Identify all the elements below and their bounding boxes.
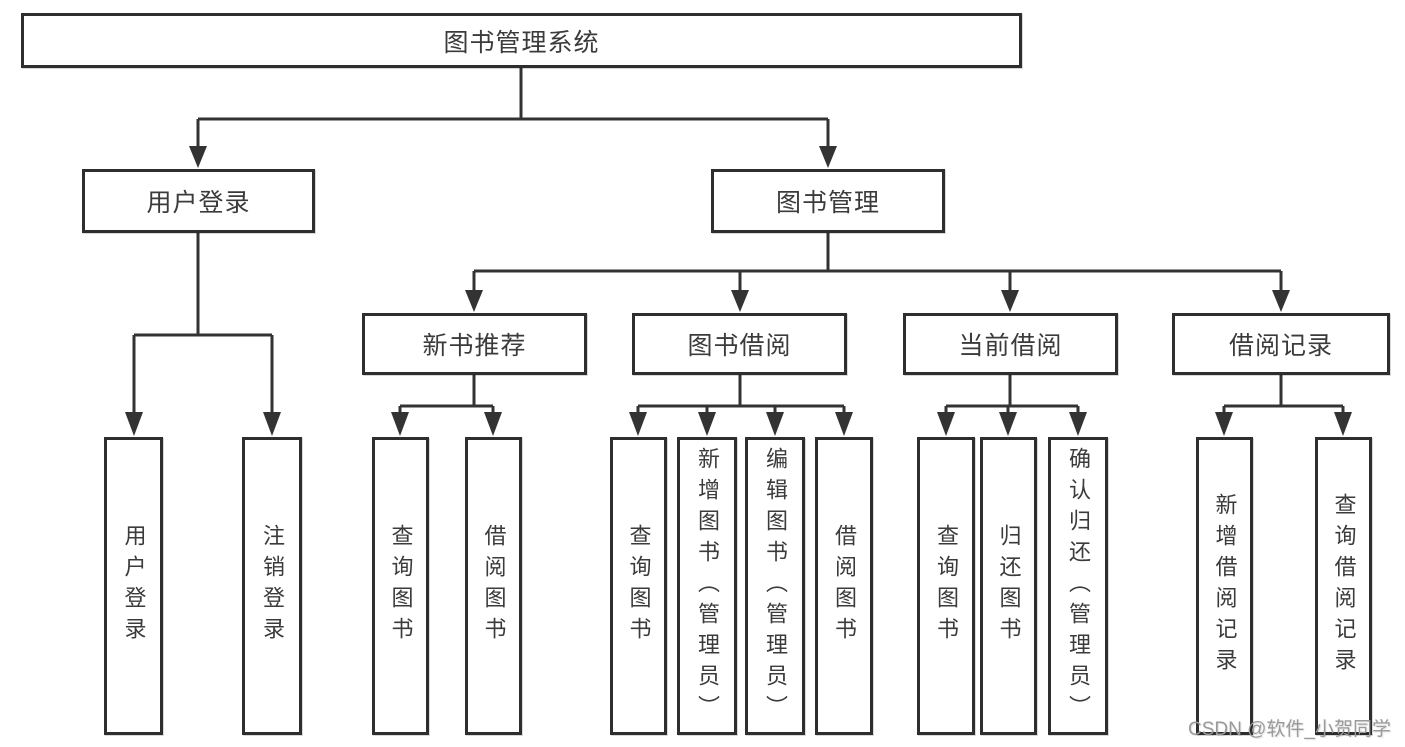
leaf-edit-book-admin: 编辑图书（管理员） [745, 437, 805, 735]
leaf-label: 新增图书（管理员） [695, 446, 720, 726]
leaf-borrow-book-recommend: 借阅图书 [465, 437, 522, 735]
node-label: 当前借阅 [958, 332, 1063, 360]
leaf-return-book: 归还图书 [980, 437, 1037, 735]
leaf-label: 查询借阅记录 [1331, 493, 1357, 679]
node-book-management: 图书管理 [711, 169, 945, 233]
leaf-logout: 注销登录 [242, 437, 302, 735]
node-root-system: 图书管理系统 [21, 13, 1022, 68]
leaf-query-book-current: 查询图书 [917, 437, 975, 735]
csdn-watermark: CSDN @软件_小贺同学 [1188, 719, 1391, 740]
leaf-label: 归还图书 [996, 524, 1022, 648]
leaf-add-book-admin: 新增图书（管理员） [677, 437, 737, 735]
leaf-label: 编辑图书（管理员） [763, 446, 788, 726]
node-root-label: 图书管理系统 [443, 28, 600, 57]
leaf-query-borrow-record: 查询借阅记录 [1315, 437, 1372, 735]
leaf-label: 查询图书 [626, 524, 652, 648]
node-user-login: 用户登录 [82, 169, 315, 233]
leaf-label: 查询图书 [388, 524, 414, 648]
leaf-confirm-return-admin: 确认归还（管理员） [1048, 437, 1108, 735]
leaf-label: 注销登录 [260, 524, 285, 648]
node-current-borrow: 当前借阅 [903, 313, 1118, 375]
node-label: 用户登录 [146, 189, 251, 217]
node-label: 图书管理 [775, 189, 880, 217]
node-book-borrow: 图书借阅 [632, 313, 847, 375]
node-borrow-records: 借阅记录 [1172, 313, 1390, 375]
leaf-label: 借阅图书 [832, 524, 857, 648]
leaf-label: 查询图书 [934, 524, 959, 648]
node-new-book-recommend: 新书推荐 [362, 313, 587, 375]
leaf-borrow-book: 借阅图书 [815, 437, 873, 735]
node-label: 图书借阅 [687, 332, 792, 360]
leaf-user-login: 用户登录 [104, 437, 163, 735]
leaf-add-borrow-record: 新增借阅记录 [1196, 437, 1253, 735]
leaf-label: 新增借阅记录 [1212, 493, 1238, 679]
leaf-query-book-recommend: 查询图书 [372, 437, 429, 735]
leaf-label: 用户登录 [121, 524, 147, 648]
node-label: 借阅记录 [1228, 332, 1333, 360]
leaf-label: 借阅图书 [481, 524, 507, 648]
leaf-query-book-borrow: 查询图书 [610, 437, 667, 735]
leaf-label: 确认归还（管理员） [1066, 446, 1091, 726]
node-label: 新书推荐 [422, 332, 527, 360]
